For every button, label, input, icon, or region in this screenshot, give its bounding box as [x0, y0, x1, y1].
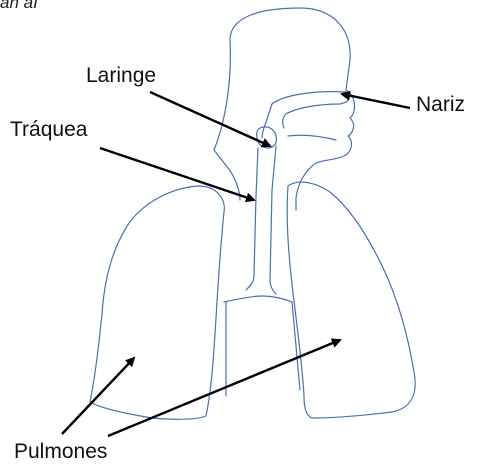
trachea-left	[246, 148, 258, 290]
pulmones-arrow-left	[62, 358, 134, 434]
right-lung	[287, 182, 415, 418]
label-nariz: Nariz	[416, 93, 465, 117]
trachea-right	[270, 146, 276, 294]
label-traquea: Tráquea	[10, 118, 87, 142]
bronchi	[224, 296, 292, 302]
label-pulmones: Pulmones	[14, 440, 107, 464]
pharynx-left	[262, 104, 272, 138]
traquea-arrow	[100, 148, 254, 200]
oral-cavity	[288, 135, 336, 140]
nasal-cavity	[272, 92, 349, 128]
laringe-arrow	[150, 92, 270, 146]
nariz-arrow	[342, 94, 410, 108]
label-laringe: Laringe	[86, 64, 156, 88]
pulmones-arrow-right	[108, 340, 340, 436]
